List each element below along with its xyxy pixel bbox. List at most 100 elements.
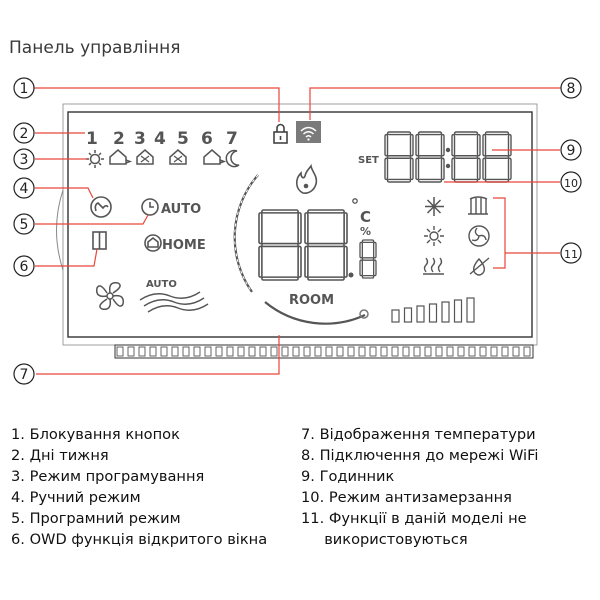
moon-icon xyxy=(225,149,240,168)
callout-9: 9 xyxy=(560,139,582,161)
pin xyxy=(171,346,179,357)
pin xyxy=(457,346,465,357)
pin xyxy=(138,346,146,357)
svg-text:5: 5 xyxy=(20,217,29,233)
no-drop-icon xyxy=(469,257,490,276)
program-mode-icons xyxy=(86,149,240,168)
legend-item-1: 1. Блокування кнопок xyxy=(11,426,180,443)
pin xyxy=(270,346,278,357)
legend-item-11-cont: використовуються xyxy=(301,531,468,548)
gauge-bar xyxy=(453,299,463,323)
legend-item-11: 11. Функції в даній моделі не xyxy=(301,510,527,527)
day-6: 6 xyxy=(201,129,213,149)
pin xyxy=(490,346,498,357)
house-icon xyxy=(109,149,133,165)
decimal-digit xyxy=(359,239,377,279)
legend-item-9: 9. Годинник xyxy=(301,468,395,485)
heater-icon xyxy=(468,196,488,215)
lock-icon xyxy=(273,123,288,144)
temperature-arc xyxy=(233,174,369,325)
callout-7: 7 xyxy=(13,363,35,385)
pin xyxy=(281,346,289,357)
snowflake-icon xyxy=(425,197,444,216)
fan-auto-label: AUTO xyxy=(146,279,177,290)
auto-label: AUTO xyxy=(161,202,201,217)
pin xyxy=(215,346,223,357)
pin xyxy=(501,346,509,357)
day-7: 7 xyxy=(226,129,238,149)
airflow-icon xyxy=(139,291,209,313)
legend-item-8: 8. Підключення до мережі WiFi xyxy=(301,447,539,464)
callout-2: 2 xyxy=(13,122,35,144)
hand-icon xyxy=(90,196,112,218)
seven-segment-digit xyxy=(451,131,481,183)
callout-10: 10 xyxy=(560,171,582,193)
legend-item-6: 6. OWD функція відкритого вікна xyxy=(11,531,268,548)
pin xyxy=(435,346,443,357)
svg-text:8: 8 xyxy=(567,81,576,97)
seven-segment-digit xyxy=(482,131,512,183)
gauge-icon xyxy=(391,297,475,323)
pin xyxy=(369,346,377,357)
pin xyxy=(182,346,190,357)
pin xyxy=(248,346,256,357)
svg-text:9: 9 xyxy=(567,143,576,159)
svg-text:11: 11 xyxy=(564,248,578,261)
svg-text:1: 1 xyxy=(20,81,29,97)
home-label: HOME xyxy=(162,238,206,253)
celsius-label: C xyxy=(360,208,371,226)
pin xyxy=(479,346,487,357)
pin xyxy=(336,346,344,357)
room-label: ROOM xyxy=(289,293,334,308)
seven-segment-digit xyxy=(304,209,348,281)
day-1: 1 xyxy=(86,129,98,149)
set-label: SET xyxy=(358,155,379,166)
pin xyxy=(468,346,476,357)
pin xyxy=(314,346,322,357)
legend-item-7: 7. Відображення температури xyxy=(301,426,536,443)
house-icon xyxy=(203,149,227,165)
seven-segment-digit xyxy=(258,209,302,281)
pin xyxy=(204,346,212,357)
svg-text:3: 3 xyxy=(20,152,29,168)
temperature-digits xyxy=(258,209,348,281)
pin xyxy=(237,346,245,357)
percent-label: % xyxy=(360,225,371,238)
sun-small-icon xyxy=(424,226,444,246)
pin xyxy=(523,346,531,357)
legend-item-10: 10. Режим антизамерзання xyxy=(301,489,512,506)
svg-text:2: 2 xyxy=(20,126,29,142)
callout-3: 3 xyxy=(13,148,35,170)
day-2: 2 xyxy=(113,129,125,149)
pin xyxy=(380,346,388,357)
sun-icon xyxy=(86,150,104,168)
fan-icon xyxy=(95,281,125,311)
pin xyxy=(446,346,454,357)
legend-right: 7. Відображення температури 8. Підключен… xyxy=(301,424,539,550)
gauge-bar xyxy=(441,301,450,323)
svg-text:7: 7 xyxy=(20,367,29,383)
pin xyxy=(193,346,201,357)
gauge-bar xyxy=(403,307,413,323)
seven-segment-digit xyxy=(359,239,377,279)
legend-left: 1. Блокування кнопок 2. Дні тижня 3. Реж… xyxy=(11,424,267,550)
clock-colon xyxy=(445,147,451,169)
pin xyxy=(347,346,355,357)
day-numbers: 1 2 3 4 5 6 7 xyxy=(86,129,238,149)
svg-text:6: 6 xyxy=(20,259,29,275)
house-icon xyxy=(169,149,187,165)
pin xyxy=(292,346,300,357)
callout-11: 11 xyxy=(560,242,582,264)
legend-item-4: 4. Ручний режим xyxy=(11,489,141,506)
seven-segment-digit xyxy=(415,131,445,183)
page-title: Панель управління xyxy=(9,38,181,58)
fan-small-icon xyxy=(468,225,490,247)
pin xyxy=(413,346,421,357)
callout-8: 8 xyxy=(560,77,582,99)
legend-item-2: 2. Дні тижня xyxy=(11,447,109,464)
callout-6: 6 xyxy=(13,255,35,277)
day-3: 3 xyxy=(134,129,146,149)
pin xyxy=(424,346,432,357)
pin xyxy=(325,346,333,357)
